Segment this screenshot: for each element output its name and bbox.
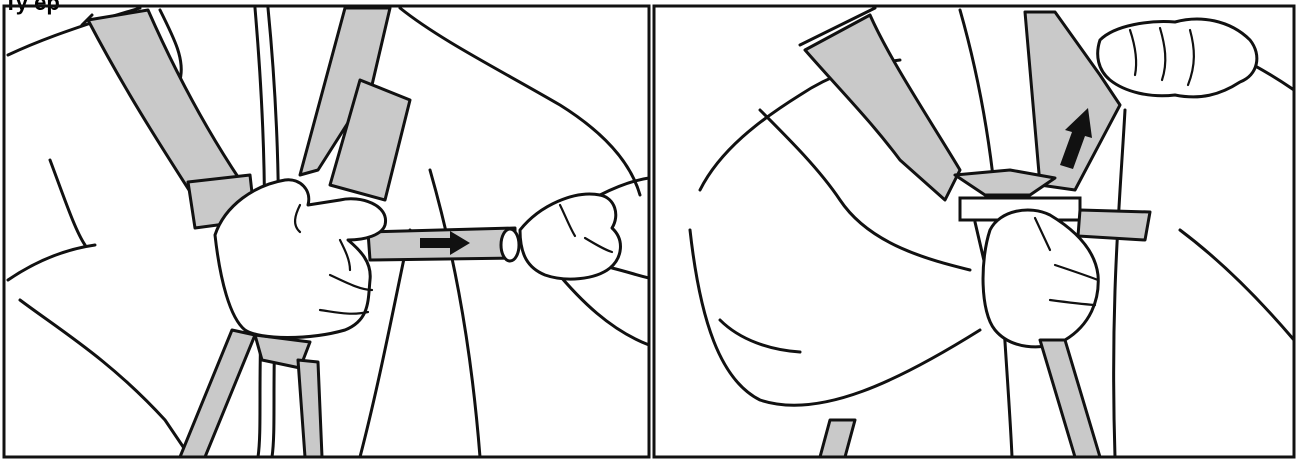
right-panel-right-leg-strap <box>1040 340 1100 457</box>
left-leg-strap <box>180 330 255 457</box>
right-side-strap <box>1078 210 1150 240</box>
left-panel <box>8 8 649 457</box>
right-panel <box>690 8 1294 457</box>
right-leg-strap <box>298 360 322 457</box>
right-hand <box>520 194 620 279</box>
top-hand <box>1098 19 1257 97</box>
right-panel-left-leg-strap <box>820 420 855 457</box>
right-panel-shoulder-strap <box>805 15 960 200</box>
